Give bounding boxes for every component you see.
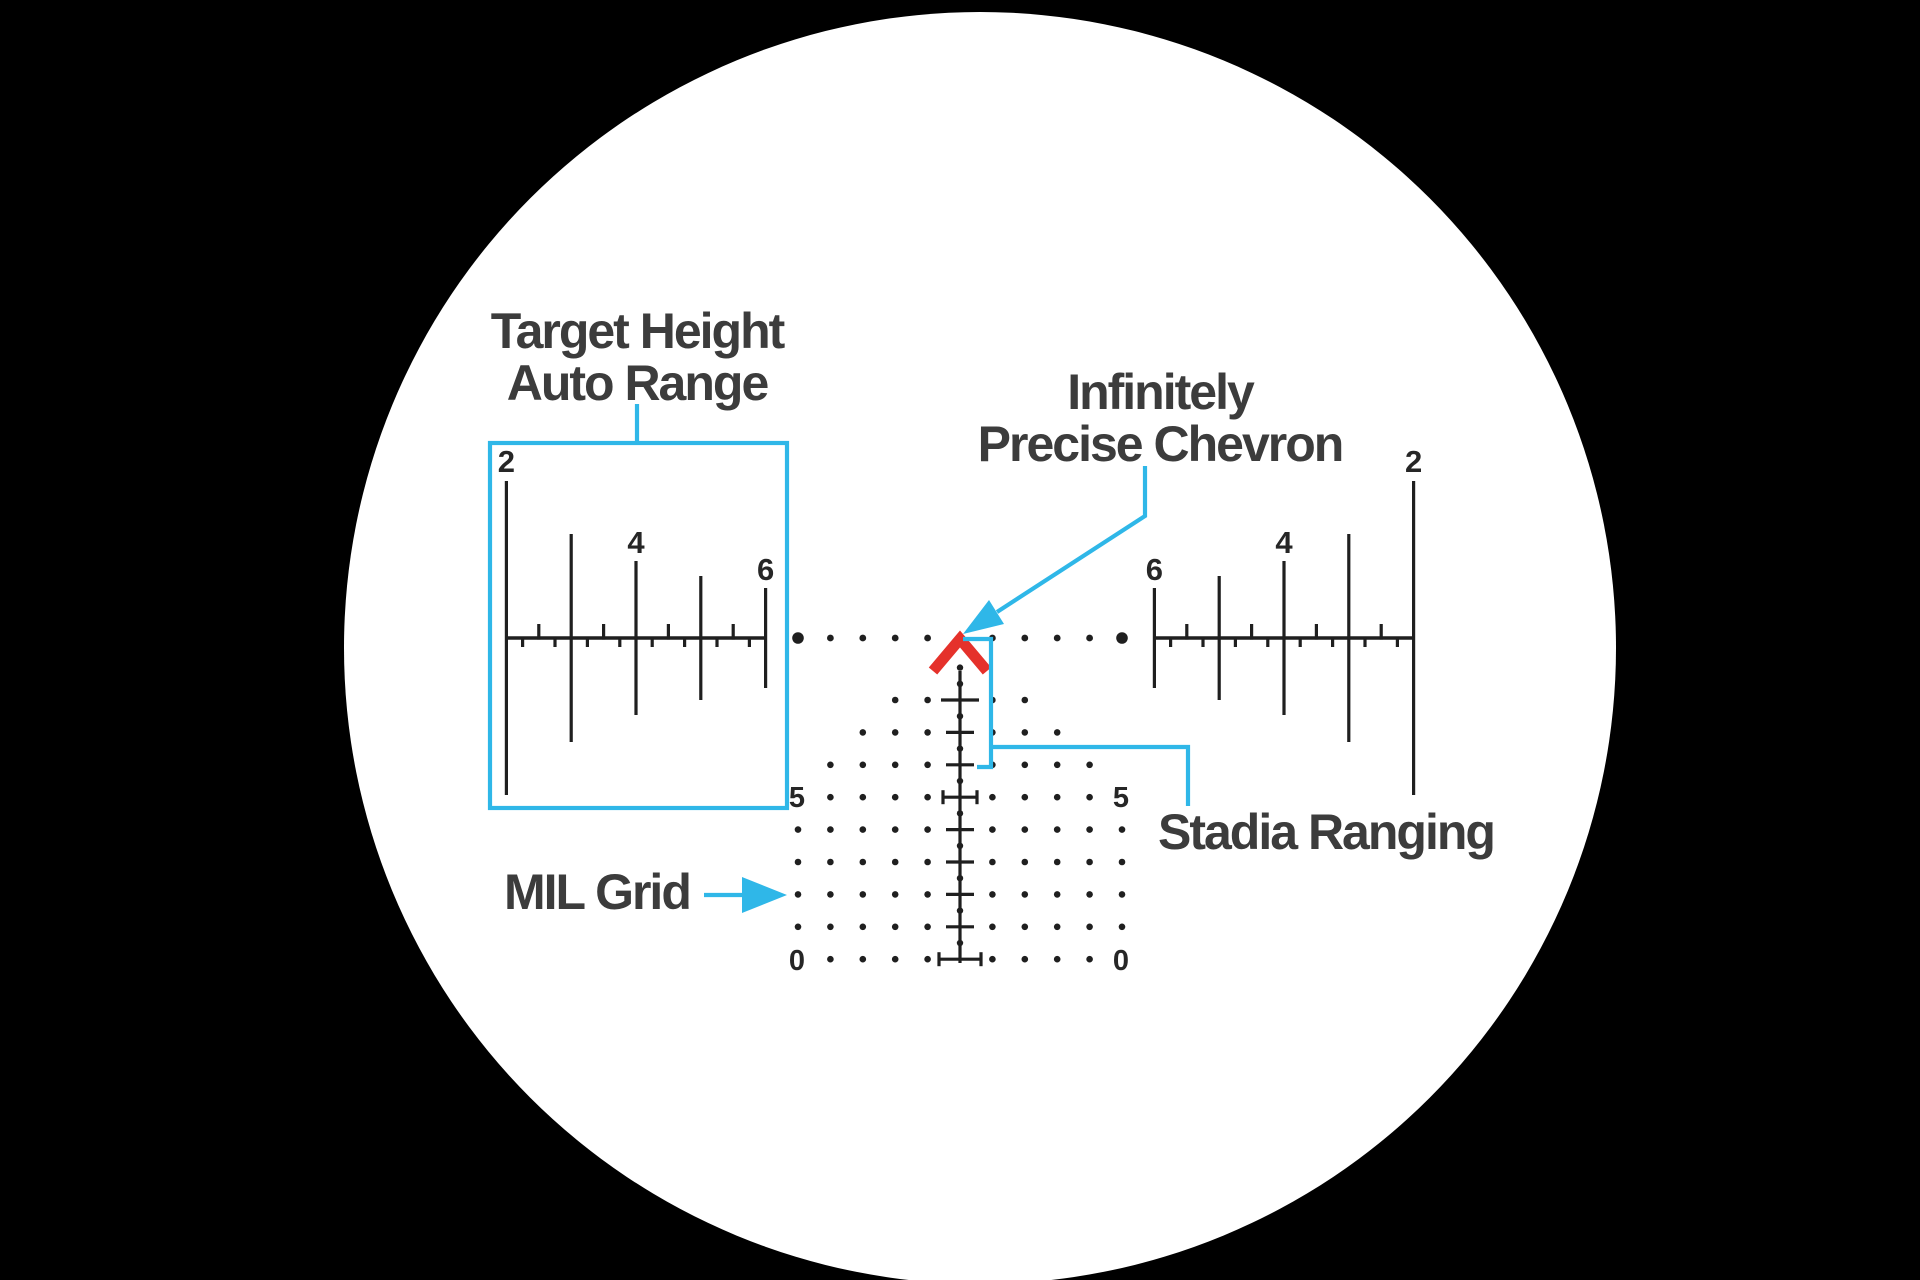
chevron-label: Infinitely Precise Chevron [977,364,1345,472]
mil-grid-label: MIL Grid [504,864,692,920]
chevron-arrowhead-icon [963,600,1004,634]
target-height-label: Target Height Auto Range [490,303,786,411]
grid-number-5-left: 5 [789,782,805,814]
left-scale-number-mid: 4 [627,525,645,560]
right-stadia-scale [1152,481,1416,795]
grid-number-0-right: 0 [1113,945,1129,977]
right-scale-number-far: 6 [1146,552,1163,587]
left-stadia-scale [504,481,768,795]
right-scale-number-mid: 4 [1275,525,1293,560]
left-scale-number-near: 2 [498,444,515,479]
chevron-label-line2: Precise Chevron [977,416,1345,472]
stadia-ranging-label-text: Stadia Ranging [1158,804,1496,860]
left-scale-number-far: 6 [757,552,774,587]
target-height-label-line2: Auto Range [506,355,770,411]
stadia-ranging-label: Stadia Ranging [1158,804,1496,860]
mil-grid-arrowhead-icon [742,877,787,913]
horizontal-mil-dots [792,632,1128,644]
grid-number-0-left: 0 [789,945,805,977]
chevron-arrow-shaft [995,466,1148,614]
scope-circle [344,12,1616,1280]
grid-number-5-right: 5 [1113,782,1129,814]
stadia-connector [991,744,1191,806]
stadia-bracket [963,636,994,770]
right-scale-number-near: 2 [1405,444,1422,479]
mil-dot-grid [794,696,1126,963]
chevron-label-line1: Infinitely [1067,364,1255,420]
center-vertical-scale [937,664,983,967]
target-height-label-line1: Target Height [490,303,786,359]
center-chevron [928,630,992,675]
mil-grid-label-text: MIL Grid [504,864,692,920]
